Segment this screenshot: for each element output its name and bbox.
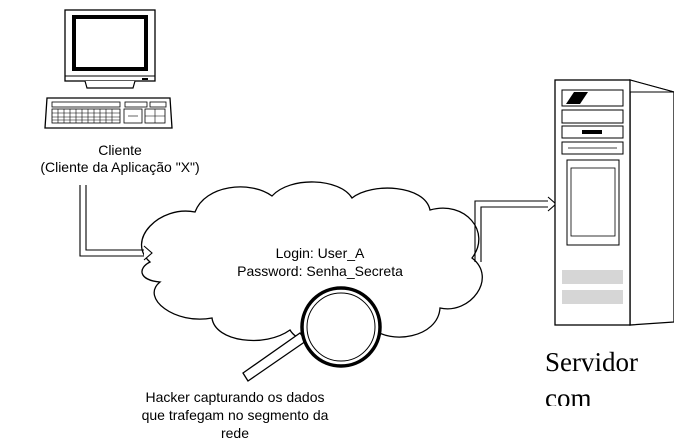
hacker-caption-line-2: que trafegam no segmento da [141,407,329,423]
network-to-server-arrow [474,196,557,262]
client-title: Cliente [98,142,142,158]
client-subtitle: (Cliente da Aplicação "X") [40,159,200,175]
client-to-network-arrow [79,185,153,261]
magnifying-glass-icon [242,286,382,382]
hacker-caption: Hacker capturando os dados que trafegam … [90,388,380,442]
password-credential: Password: Senha_Secreta [237,263,403,279]
login-credential: Login: User_A [275,245,365,261]
hacker-caption-line-1: Hacker capturando os dados [145,389,325,405]
cloud-icon [141,181,483,346]
server-tower-icon [554,79,674,326]
hacker-caption-line-3: rede [220,425,250,441]
server-title: Servidor [545,347,638,377]
computer-icon [44,9,173,129]
server-title-cut: com [545,383,592,406]
